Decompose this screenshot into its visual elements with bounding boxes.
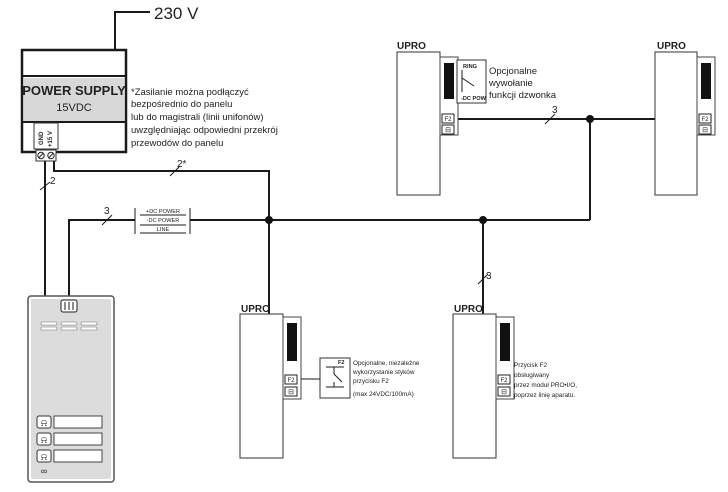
handset-model-label: UPRO — [397, 41, 426, 52]
door-key-icon: ⊟ — [501, 389, 507, 396]
power-supply-voltage: 15VDC — [56, 102, 92, 114]
relay-note-line: Opcjonalne, niezależne — [353, 360, 420, 367]
terminal-plus-label: +15 V — [48, 131, 54, 147]
contact-f2-label: F2 — [338, 360, 345, 366]
handset-model-label: UPRO — [454, 304, 483, 315]
mains-voltage-label: 230 V — [154, 4, 199, 23]
f2-note-line: poprzez linię aparatu. — [514, 392, 575, 399]
door-key-icon: ⊟ — [445, 127, 451, 134]
f2-note: Przycisk F2 obsługiwany przez moduł PRO•… — [514, 362, 577, 399]
relay-detail: F2 Opcjonalne, niezależne wykorzystanie … — [301, 357, 420, 399]
bus-terminal-label: -DC POWER — [147, 218, 180, 224]
wire-count-label: 2 — [50, 176, 56, 187]
call-button[interactable]: ⍾ — [36, 432, 103, 446]
wire-count-label: 3 — [552, 105, 558, 116]
supply-note-line: lub do magistrali (linii unifonów) — [131, 112, 264, 123]
bell-note-line: Opcjonalne — [489, 66, 537, 77]
supply-note: *Zasilanie można podłączyć bezpośrednio … — [131, 87, 278, 149]
door-key-icon: ⊟ — [288, 389, 294, 396]
supply-note-line: przewodów do panelu — [131, 138, 223, 149]
bell-icon: ⍾ — [41, 435, 48, 446]
call-button[interactable]: ⍾ — [36, 415, 103, 429]
relay-note-line: przycisku F2 — [353, 378, 389, 385]
handset-display — [444, 63, 454, 99]
power-supply-unit: POWER SUPPLY 15VDC GND +15 V — [20, 48, 128, 162]
handset-display — [287, 323, 297, 361]
wire-count-label: 2* — [177, 159, 187, 170]
handset-top-right: UPRO F2 ⊟ — [654, 41, 716, 196]
key-f2-label: F2 — [701, 117, 709, 123]
call-button[interactable]: ⍾ — [36, 449, 103, 463]
junction-dot — [586, 115, 594, 123]
handset-display — [500, 323, 510, 361]
supply-note-line: bezpośrednio do panelu — [131, 99, 232, 110]
wiring: 2 2* 3 3 3 — [39, 105, 655, 314]
junction-dot — [479, 216, 487, 224]
bus-terminal-label: LINE — [157, 227, 170, 233]
bell-icon: ⍾ — [41, 452, 48, 463]
door-key-icon: ⊟ — [702, 127, 708, 134]
bell-detail: RING -DC POW Opcjonalne wywołanie funkcj… — [456, 59, 557, 104]
ring-label: RING — [463, 64, 477, 70]
relay-note-line: wykorzystanie styków — [352, 369, 415, 376]
supply-note-line: *Zasilanie można podłączyć — [131, 87, 249, 98]
handset-bottom-right: UPRO F2 ⊟ — [452, 304, 515, 459]
dc-pow-label: -DC POW — [461, 96, 487, 102]
f2-note-line: przez moduł PRO•I/O, — [514, 382, 577, 389]
f2-note-line: obsługiwany — [514, 372, 550, 379]
wire-count-label: 3 — [486, 271, 492, 282]
bell-note-line: funkcji dzwonka — [489, 90, 557, 101]
handset-top-left: UPRO F2 ⊟ — [396, 41, 459, 196]
keyhole-icon: ∞ — [41, 466, 47, 476]
bell-icon: ⍾ — [41, 418, 48, 429]
key-f2-label: F2 — [287, 378, 295, 384]
bell-note-line: wywołanie — [488, 78, 533, 89]
handset-model-label: UPRO — [241, 304, 270, 315]
terminal-gnd-label: GND — [39, 131, 45, 145]
key-f2-label: F2 — [444, 117, 452, 123]
f2-note-line: Przycisk F2 — [514, 362, 547, 369]
switch-icon — [461, 77, 475, 87]
junction-dot — [265, 216, 273, 224]
handset-bottom-left: UPRO F2 ⊟ — [239, 304, 302, 459]
bus-terminal-legend: +DC POWER -DC POWER LINE — [134, 208, 191, 234]
speaker-grille-icon — [40, 321, 98, 331]
mains-lead: 230 V — [114, 4, 199, 50]
key-f2-label: F2 — [500, 378, 508, 384]
power-supply-title: POWER SUPPLY — [22, 83, 126, 98]
switch-icon — [333, 373, 343, 383]
entrance-panel: ⍾ ⍾ ⍾ ∞ — [27, 295, 115, 483]
bus-terminal-label: +DC POWER — [146, 209, 180, 215]
handset-display — [701, 63, 711, 99]
relay-note-line: (max 24VDC/100mA) — [353, 391, 414, 398]
wire-count-label: 3 — [104, 206, 110, 217]
handset-model-label: UPRO — [657, 41, 686, 52]
supply-note-line: uwzględniając odpowiedni przekrój — [131, 125, 278, 136]
